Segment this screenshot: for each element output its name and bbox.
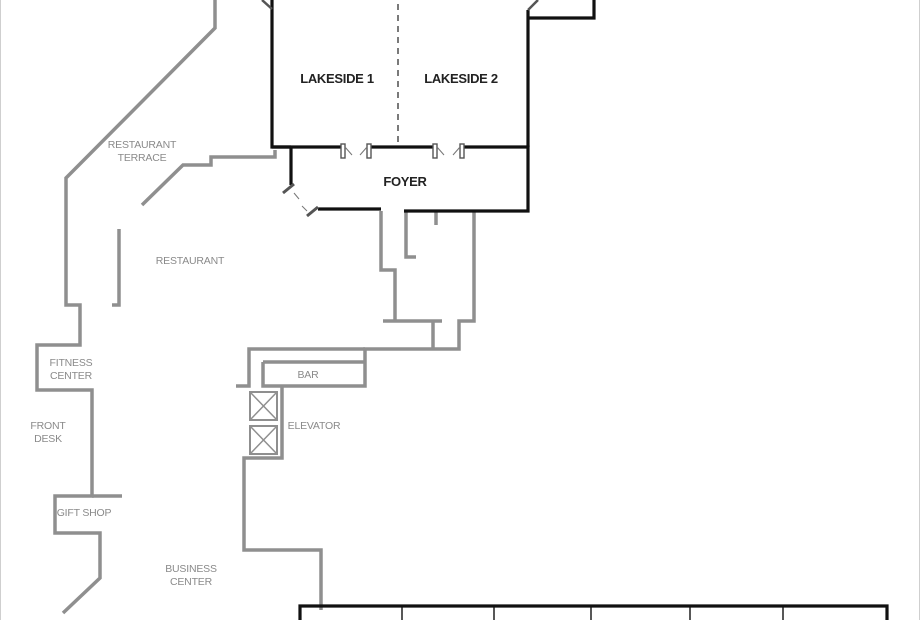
foyer-entry-door-icon bbox=[282, 182, 319, 218]
bar-label: BAR bbox=[298, 369, 320, 381]
lakeside-2-label: LAKESIDE 2 bbox=[424, 71, 498, 86]
lower-building-ticks bbox=[401, 606, 784, 620]
top-left-door-icon bbox=[261, 0, 273, 10]
lakeside-1-double-door-icon bbox=[340, 143, 372, 159]
lower-building-outline bbox=[298, 604, 889, 620]
elevator-business-wall bbox=[242, 386, 323, 610]
business-center-label-line2: CENTER bbox=[170, 576, 213, 588]
fitness-center-label-line2: CENTER bbox=[50, 370, 93, 382]
elevator-car-icon bbox=[249, 425, 278, 455]
restaurant-terrace-label-line2: TERRACE bbox=[118, 152, 167, 164]
elevator-cars bbox=[249, 391, 278, 455]
gift-shop-label: GIFT SHOP bbox=[57, 507, 112, 519]
lakeside-2-east-wall bbox=[464, 145, 530, 213]
restaurant-partition bbox=[112, 229, 121, 307]
lakeside-2-double-door-icon bbox=[432, 143, 465, 159]
restaurant-label: RESTAURANT bbox=[156, 255, 225, 267]
business-center-label-line1: BUSINESS bbox=[165, 563, 217, 575]
bar-enclosure bbox=[236, 347, 365, 388]
fitness-center-label-line1: FITNESS bbox=[50, 357, 93, 369]
lakeside-2-north-notch bbox=[528, 0, 596, 20]
top-right-door-icon bbox=[527, 0, 539, 11]
west-exterior-wall bbox=[35, 0, 217, 615]
terrace-wall bbox=[140, 150, 277, 207]
front-desk-label-line2: DESK bbox=[34, 433, 62, 445]
public-area-walls bbox=[35, 0, 476, 615]
foyer-service-wall bbox=[404, 211, 416, 259]
meeting-room-walls bbox=[270, 0, 889, 620]
elevator-label: ELEVATOR bbox=[288, 420, 341, 432]
corridor-east-wall bbox=[261, 211, 476, 388]
lakeside-1-label: LAKESIDE 1 bbox=[300, 71, 374, 86]
doors bbox=[261, 0, 539, 218]
front-desk-label-line1: FRONT bbox=[30, 420, 66, 432]
elevator-car-icon bbox=[249, 391, 278, 421]
restaurant-terrace-label-line1: RESTAURANT bbox=[108, 139, 177, 151]
foyer-label: FOYER bbox=[383, 174, 427, 189]
corridor-west-wall bbox=[379, 211, 397, 321]
